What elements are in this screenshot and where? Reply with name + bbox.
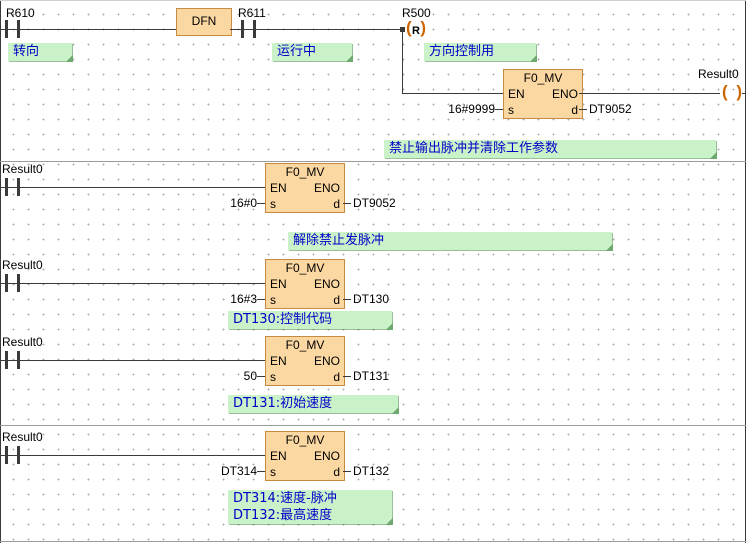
pin-en: EN bbox=[270, 354, 287, 368]
network-comment[interactable]: 解除禁止发脉冲 bbox=[288, 232, 613, 251]
contact-result0[interactable] bbox=[4, 446, 21, 464]
contact-operand-label[interactable]: Result0 bbox=[2, 162, 43, 176]
function-block-f0mv[interactable]: F0_MV EN ENO s d bbox=[503, 69, 583, 119]
pin-s: s bbox=[270, 197, 276, 211]
block-input-operand[interactable]: 50 bbox=[243, 369, 257, 383]
wire bbox=[343, 376, 351, 377]
pin-eno: ENO bbox=[313, 277, 340, 291]
left-power-rail bbox=[0, 1, 1, 543]
reset-coil-icon[interactable]: R bbox=[404, 19, 428, 38]
pin-en: EN bbox=[270, 277, 287, 291]
contact-operand-label[interactable]: R610 bbox=[6, 6, 35, 20]
operand-comment[interactable]: 转向 bbox=[8, 43, 73, 62]
contact-operand-label[interactable]: Result0 bbox=[2, 258, 43, 272]
pin-d: d bbox=[333, 465, 340, 479]
contact-r611[interactable] bbox=[240, 20, 257, 38]
pin-s: s bbox=[270, 293, 276, 307]
comment-line: DT132:最高速度 bbox=[233, 508, 333, 523]
wire bbox=[495, 109, 503, 110]
pin-d: d bbox=[333, 293, 340, 307]
function-block-f0mv[interactable]: F0_MV EN ENO s d bbox=[265, 163, 345, 213]
block-output-operand[interactable]: DT9052 bbox=[353, 196, 396, 210]
wire bbox=[742, 93, 746, 94]
wire bbox=[343, 203, 351, 204]
contact-r610[interactable] bbox=[4, 20, 21, 38]
wire bbox=[0, 360, 265, 361]
contact-result0[interactable] bbox=[4, 178, 21, 196]
operand-comment[interactable]: 方向控制用 bbox=[424, 43, 537, 62]
wire bbox=[257, 471, 265, 472]
wire bbox=[343, 299, 351, 300]
function-block-f0mv[interactable]: F0_MV EN ENO s d bbox=[265, 336, 345, 386]
pin-s: s bbox=[270, 465, 276, 479]
function-block-f0mv[interactable]: F0_MV EN ENO s d bbox=[265, 259, 345, 309]
block-output-operand[interactable]: DT9052 bbox=[589, 102, 632, 116]
coil-operand-label[interactable]: Result0 bbox=[698, 67, 739, 81]
contact-operand-label[interactable]: Result0 bbox=[2, 335, 43, 349]
pin-eno: ENO bbox=[313, 181, 340, 195]
contact-operand-label[interactable]: Result0 bbox=[2, 430, 43, 444]
contact-result0[interactable] bbox=[4, 274, 21, 292]
operand-comment[interactable]: 运行中 bbox=[272, 43, 353, 62]
block-input-operand[interactable]: 16#3 bbox=[230, 292, 257, 306]
wire bbox=[257, 299, 265, 300]
block-input-operand[interactable]: DT314 bbox=[220, 464, 257, 478]
wire bbox=[402, 29, 403, 94]
network-comment[interactable]: 禁止输出脉冲并清除工作参数 bbox=[384, 140, 717, 159]
pin-s: s bbox=[508, 103, 514, 117]
wire bbox=[579, 93, 720, 94]
wire bbox=[257, 203, 265, 204]
operand-comment[interactable]: DT314:速度-脉冲 DT132:最高速度 bbox=[228, 490, 393, 525]
block-output-operand[interactable]: DT130 bbox=[353, 292, 390, 306]
pin-eno: ENO bbox=[313, 354, 340, 368]
output-coil-icon[interactable] bbox=[720, 83, 744, 102]
wire bbox=[343, 471, 351, 472]
contact-result0[interactable] bbox=[4, 351, 21, 369]
wire bbox=[0, 187, 265, 188]
wire bbox=[0, 455, 265, 456]
operand-comment[interactable]: DT130:控制代码 bbox=[228, 311, 393, 330]
wire bbox=[257, 376, 265, 377]
comment-line: DT314:速度-脉冲 bbox=[233, 491, 337, 506]
coil-operand-label[interactable]: R500 bbox=[402, 6, 431, 20]
network-separator bbox=[0, 161, 746, 162]
function-block-f0mv[interactable]: F0_MV EN ENO s d bbox=[265, 431, 345, 481]
wire bbox=[0, 283, 265, 284]
operand-comment[interactable]: DT131:初始速度 bbox=[228, 395, 399, 414]
pin-d: d bbox=[333, 197, 340, 211]
network-separator bbox=[0, 425, 746, 426]
wire bbox=[230, 29, 402, 30]
block-output-operand[interactable]: DT132 bbox=[353, 464, 390, 478]
pin-d: d bbox=[571, 103, 578, 117]
dfn-instruction-box[interactable]: DFN bbox=[176, 8, 232, 36]
block-input-operand[interactable]: 16#0 bbox=[230, 196, 257, 210]
pin-eno: ENO bbox=[313, 449, 340, 463]
contact-operand-label[interactable]: R611 bbox=[238, 6, 266, 20]
pin-en: EN bbox=[508, 87, 525, 101]
pin-eno: ENO bbox=[551, 87, 578, 101]
function-block-title: F0_MV bbox=[285, 165, 325, 179]
wire bbox=[402, 93, 503, 94]
wire bbox=[0, 29, 176, 30]
function-block-title: F0_MV bbox=[523, 71, 563, 85]
pin-en: EN bbox=[270, 181, 287, 195]
pin-d: d bbox=[333, 370, 340, 384]
block-input-operand[interactable]: 16#9999 bbox=[448, 102, 495, 116]
reset-coil-letter: R bbox=[412, 25, 420, 37]
block-output-operand[interactable]: DT131 bbox=[353, 369, 390, 383]
pin-en: EN bbox=[270, 449, 287, 463]
pin-s: s bbox=[270, 370, 276, 384]
function-block-title: F0_MV bbox=[285, 433, 325, 447]
function-block-title: F0_MV bbox=[285, 261, 325, 275]
function-block-title: F0_MV bbox=[285, 338, 325, 352]
wire bbox=[579, 109, 587, 110]
